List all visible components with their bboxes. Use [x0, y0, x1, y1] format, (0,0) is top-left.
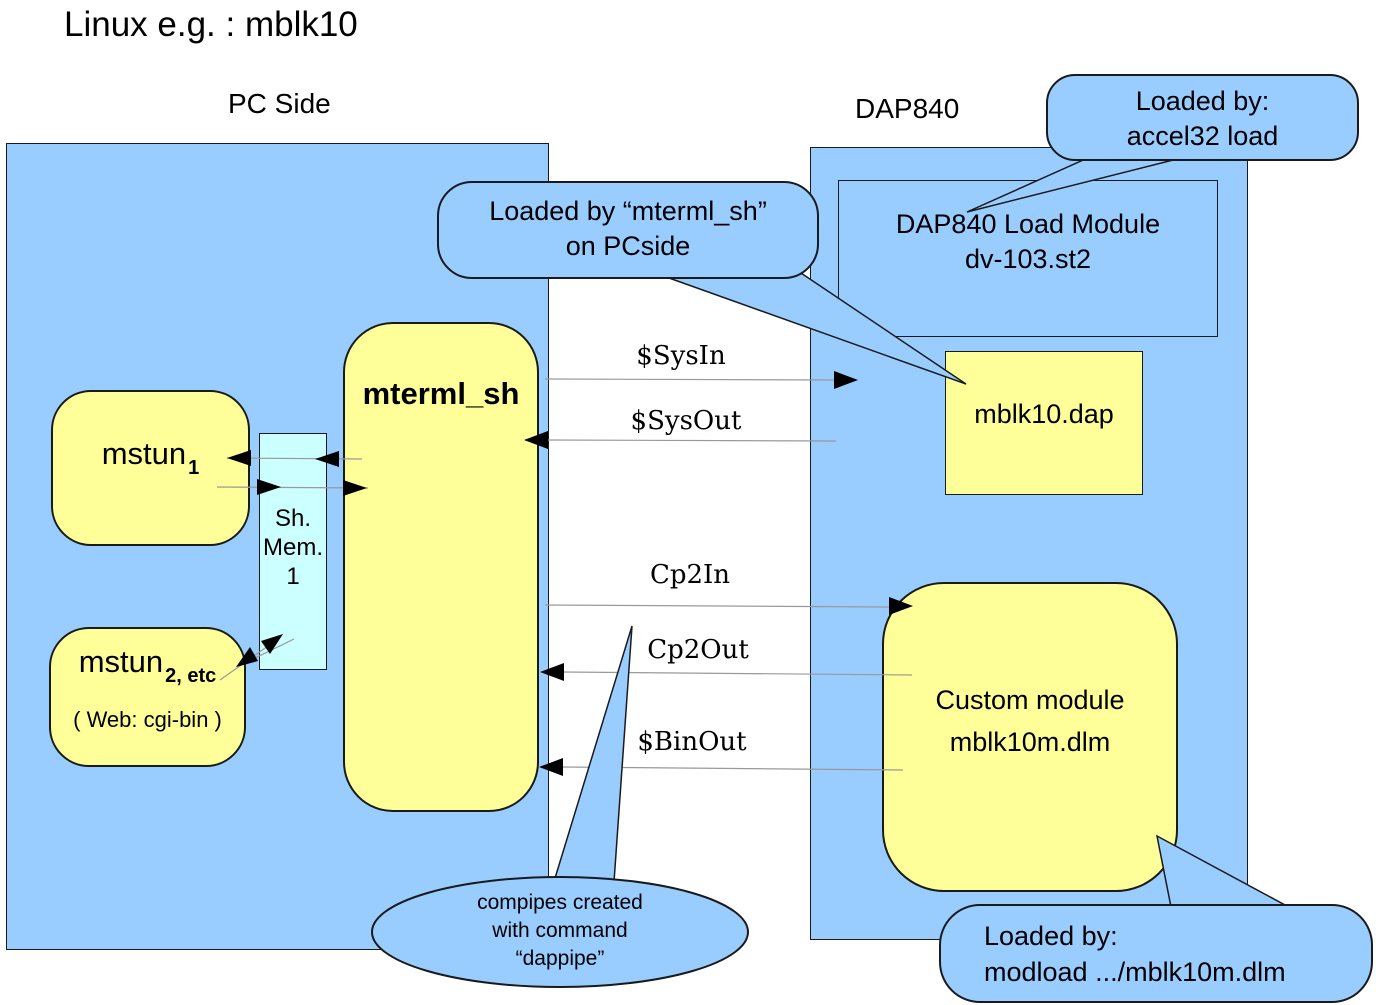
mblk10-dap-label: mblk10.dap	[974, 399, 1114, 429]
compipes-line3: “dappipe”	[515, 947, 605, 970]
mterml-loaded-line1: Loaded by “mterml_sh”	[489, 196, 767, 226]
modload-bubble-text: Loaded by: modload .../mblk10m.dlm	[984, 918, 1364, 990]
compipes-line2: with command	[492, 919, 628, 942]
shared-memory-box: Sh. Mem. 1	[259, 433, 327, 670]
mstun2-subscript: 2, etc	[165, 665, 217, 687]
accel32-line2: accel32 load	[1126, 121, 1279, 151]
compipes-callout-tail	[550, 625, 633, 889]
custom-module-line1: Custom module	[935, 685, 1125, 715]
load-module-line1: DAP840 Load Module	[895, 209, 1161, 239]
dap840-label: DAP840	[855, 93, 960, 124]
mstun2-note: ( Web: cgi-bin )	[73, 707, 222, 732]
accel32-line1: Loaded by:	[1135, 86, 1270, 116]
modload-line2: modload .../mblk10m.dlm	[984, 957, 1286, 987]
pipe-label-cp2out: Cp2Out	[647, 635, 749, 665]
sysin-pipe-line	[544, 378, 837, 381]
pc-side-label: PC Side	[228, 88, 331, 119]
mterml-loaded-line2: on PCside	[565, 231, 691, 261]
mterml-sh-label: mterml_sh	[362, 376, 520, 411]
shmem-line2: Mem.	[263, 534, 323, 561]
shmem-line1: Sh.	[274, 505, 312, 532]
diagram-title: Linux e.g. : mblk10	[64, 5, 358, 44]
sysout-pipe-line	[547, 439, 837, 442]
modload-line1: Loaded by:	[984, 921, 1118, 951]
accel32-bubble-text: Loaded by: accel32 load	[1047, 84, 1358, 154]
pipe-label-binout: $BinOut	[637, 727, 747, 757]
custom-module-line2: mblk10m.dlm	[949, 727, 1111, 757]
load-module-line2: dv-103.st2	[964, 244, 1092, 274]
mblk10-dap-box: mblk10.dap	[945, 351, 1143, 495]
shmem-line3: 1	[286, 563, 300, 590]
mterml-bubble-text: Loaded by “mterml_sh” on PCside	[438, 194, 818, 264]
custom-module-box: Custom module mblk10m.dlm	[882, 582, 1178, 892]
pipe-label-sysin: $SysIn	[636, 341, 726, 371]
pipe-label-cp2in: Cp2In	[649, 560, 731, 590]
compipes-line1: compipes created	[477, 891, 643, 914]
mstun1-subscript: 1	[188, 457, 200, 479]
mterml-sh-box: mterml_sh	[343, 322, 539, 812]
pipe-label-sysout: $SysOut	[630, 406, 742, 436]
compipes-bubble-text: compipes created with command “dappipe”	[402, 889, 718, 973]
load-module-box: DAP840 Load Module dv-103.st2	[838, 180, 1218, 337]
